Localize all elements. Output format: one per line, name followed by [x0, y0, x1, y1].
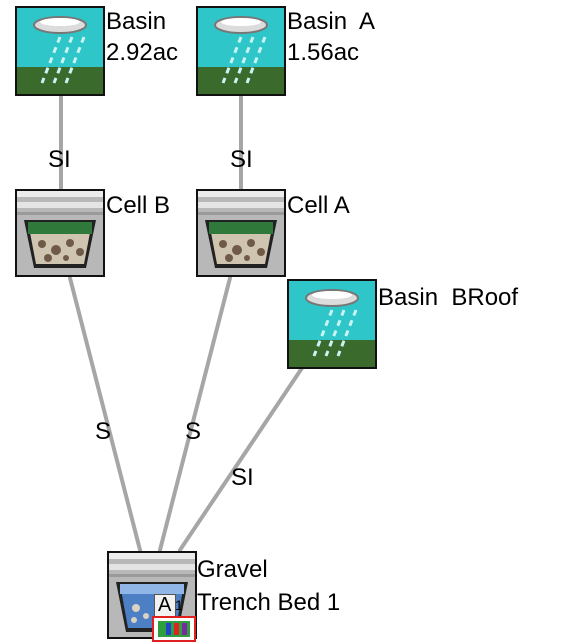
status-indicator-icon: [152, 616, 196, 642]
basin-a-label-line1: Basin A: [287, 8, 376, 35]
cell-a-label: Cell A: [287, 192, 350, 219]
basin-a-label-line2: 1.56ac: [287, 39, 360, 66]
bioretention-cell-icon: [196, 189, 286, 277]
basin-left-label-line1: Basin: [106, 8, 167, 35]
link-label-basin-a-to-cell-a: SI: [230, 146, 253, 173]
rain-basin-icon: [196, 6, 286, 96]
gravel-trench-label-line2: Trench Bed 1: [197, 589, 341, 616]
cell-a-node[interactable]: [195, 188, 287, 278]
basin-2-92ac-node[interactable]: [14, 5, 106, 97]
link-label-cell-a-to-gravel: S: [185, 418, 202, 445]
rain-basin-icon: [15, 6, 105, 96]
gravel-trench-label-line1: Gravel: [197, 556, 268, 583]
rain-basin-icon: [287, 279, 377, 369]
link-cell-a-to-gravel[interactable]: [158, 276, 232, 552]
gravel-trench-bed-node[interactable]: A 1: [106, 550, 198, 642]
basin-broof-label: Basin BRoof: [378, 284, 519, 311]
link-label-cell-b-to-gravel: S: [95, 418, 112, 445]
link-label-broof-to-gravel: SI: [231, 464, 254, 491]
basin-broof-node[interactable]: [286, 278, 378, 370]
status-badge-letter: A: [154, 594, 176, 618]
link-label-basin-to-cell-b: SI: [48, 146, 71, 173]
cell-b-node[interactable]: [14, 188, 106, 278]
bioretention-cell-icon: [15, 189, 105, 277]
basin-a-node[interactable]: [195, 5, 287, 97]
status-badge-number: 1: [175, 597, 183, 613]
basin-left-label-line2: 2.92ac: [106, 39, 179, 66]
cell-b-label: Cell B: [106, 192, 171, 219]
link-broof-to-gravel[interactable]: [178, 366, 304, 552]
link-cell-b-to-gravel[interactable]: [68, 276, 142, 552]
